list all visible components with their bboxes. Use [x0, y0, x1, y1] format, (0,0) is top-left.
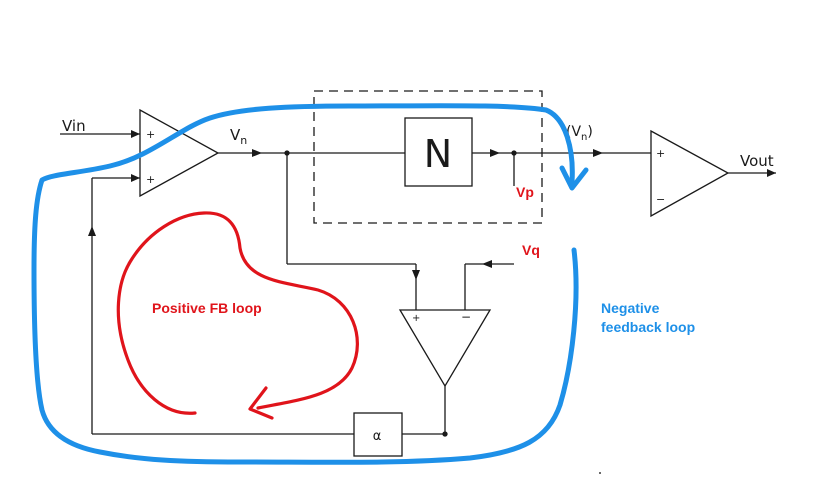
n-output-suffix: )	[587, 124, 592, 140]
schematic-labels: Vin + + Vn N (Vn) + − Vout + − α	[62, 117, 774, 444]
vin-label: Vin	[62, 117, 86, 135]
negative-feedback-loop-curve	[31, 103, 579, 465]
n-block-label: N	[424, 132, 452, 176]
comparator-amplifier	[398, 309, 492, 388]
positive-loop-label: Positive FB loop	[152, 300, 262, 316]
vn-label: Vn	[230, 126, 247, 147]
schematic	[60, 90, 776, 474]
comp-minus-label: −	[461, 310, 471, 324]
comp-plus-label: +	[412, 313, 420, 324]
negative-loop-label-1: Negative	[601, 300, 660, 316]
positive-feedback-arrowhead	[248, 386, 274, 420]
vp-label: Vp	[516, 184, 534, 200]
negative-loop-label-2: feedback loop	[601, 319, 695, 335]
feedback-arrow	[88, 226, 96, 236]
amp-plus-top: +	[146, 128, 155, 141]
vn-label-main: V	[230, 126, 241, 144]
out-amp-plus: +	[656, 147, 665, 160]
dashed-enclosure	[313, 90, 543, 224]
vout-arrow	[767, 169, 776, 177]
n-output-arrow-2	[593, 149, 603, 157]
negative-feedback-arrowhead	[559, 165, 589, 191]
n-block	[404, 117, 473, 187]
vin-arrow	[131, 130, 140, 138]
out-amp-minus: −	[656, 193, 665, 206]
alpha-label: α	[373, 429, 382, 444]
positive-feedback-loop-curve	[116, 211, 359, 415]
n-output-arrow	[490, 149, 500, 157]
vn-arrow	[252, 149, 262, 157]
vq-label: Vq	[522, 242, 540, 258]
amp-plus-bottom: +	[146, 173, 155, 186]
n-output-sub: n	[581, 132, 587, 143]
n-output-label: (Vn)	[566, 124, 593, 143]
vq-arrow	[482, 260, 492, 268]
blue-annotations: Negative feedback loop	[31, 103, 695, 465]
n-output-prefix: (V	[566, 124, 581, 140]
output-amplifier	[650, 129, 730, 218]
comp-plus-arrow	[412, 270, 420, 280]
feedback-arrow-2	[131, 174, 140, 182]
vn-label-sub: n	[240, 134, 247, 147]
vout-label: Vout	[740, 152, 774, 170]
red-annotations: Vp Vq Positive FB loop	[116, 184, 540, 420]
